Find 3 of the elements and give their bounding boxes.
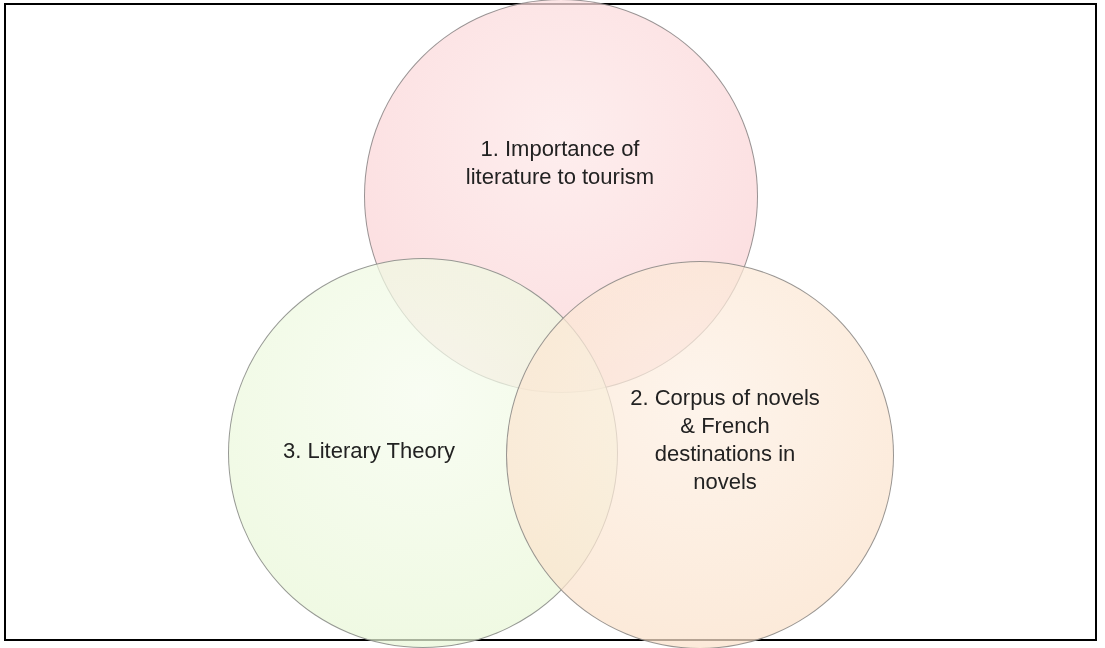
circle-label: 3. Literary Theory [282,437,456,465]
circle-label: 2. Corpus of novels & French destinations in novels [629,384,821,496]
circle-label: 1. Importance of literature to tourism [464,135,656,191]
